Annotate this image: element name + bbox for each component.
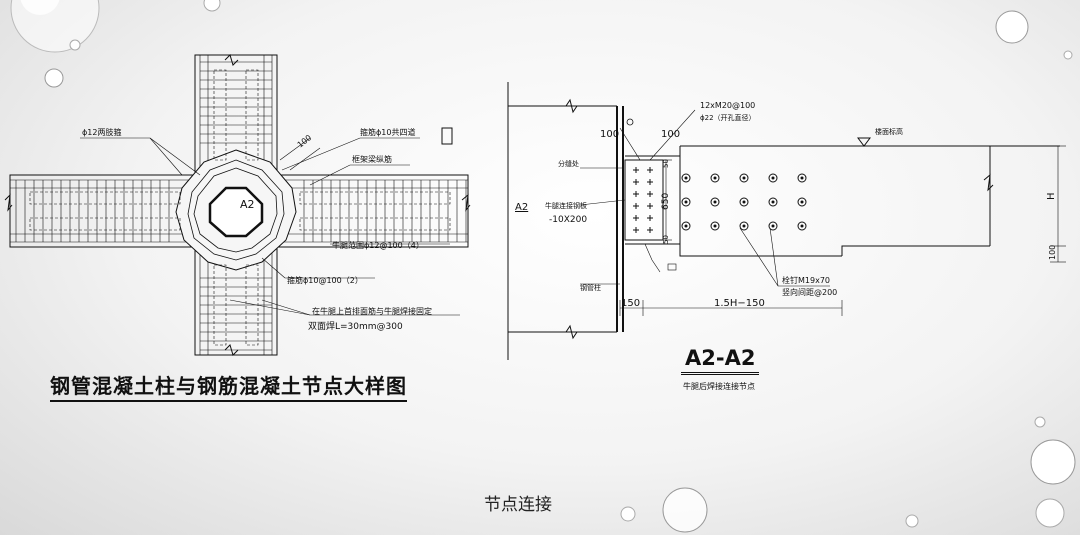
beam-bolt xyxy=(797,197,807,207)
beam-bolt xyxy=(739,173,749,183)
beam-bolt xyxy=(768,221,778,231)
right-drawing-labels: 12xM20@100 ϕ22（开孔直径） 100 100 分缝处 牛腿连接钢板 … xyxy=(515,101,1057,309)
beam-bolt xyxy=(739,197,749,207)
beam-bolt xyxy=(684,200,688,204)
dim-length: 1.5H−150 xyxy=(714,298,765,309)
beam-bolt xyxy=(742,224,746,228)
beam-bolt xyxy=(797,221,807,231)
left-drawing-labels: ϕ12两肢箍 箍筋ϕ10共四道 框架梁纵筋 牛腿范围ϕ12@100（4） 箍筋ϕ… xyxy=(82,127,432,332)
label-section-a2-right: A2 xyxy=(515,202,528,213)
section-subtitle: 牛腿后焊接连接节点 xyxy=(683,382,755,391)
beam-bolt xyxy=(768,173,778,183)
beam-bolt xyxy=(739,221,749,231)
label-corbel-range: 牛腿范围ϕ12@100（4） xyxy=(332,240,424,250)
beam-bolt xyxy=(710,197,720,207)
label-weld-length: 双面焊L=30mm@300 xyxy=(308,320,403,332)
beam-bolt xyxy=(742,200,746,204)
beam-bolt xyxy=(681,221,691,231)
label-dim-100-left: 100 xyxy=(296,133,314,150)
label-stirrup-double: ϕ12两肢箍 xyxy=(82,127,121,137)
label-floor: 楼面标高 xyxy=(875,127,903,136)
label-stirrup-2: 箍筋ϕ10@100（2） xyxy=(287,275,363,285)
label-studs-spacing: 竖向间距@200 xyxy=(782,287,837,297)
beam-bolt xyxy=(684,176,688,180)
beam-bolt xyxy=(771,176,775,180)
beam-bolt xyxy=(710,221,720,231)
beam-bolt xyxy=(800,176,804,180)
dim-100-b: 100 xyxy=(661,129,680,140)
dim-100-a: 100 xyxy=(600,129,619,140)
dim-50-a: 50 xyxy=(662,159,670,168)
beam-bolt xyxy=(681,173,691,183)
beam-bolt xyxy=(710,173,720,183)
slide-caption: 节点连接 xyxy=(484,495,552,515)
label-section-a2-left: A2 xyxy=(240,198,255,211)
beam-bolt xyxy=(771,200,775,204)
beam-bolt xyxy=(684,224,688,228)
beam-bolt xyxy=(768,197,778,207)
dim-100-c: 100 xyxy=(1048,245,1057,260)
label-hole: ϕ22（开孔直径） xyxy=(700,113,756,122)
beam-bolt xyxy=(797,173,807,183)
label-bar-four: 箍筋ϕ10共四道 xyxy=(360,127,415,137)
label-studs: 栓钉M19x70 xyxy=(782,275,830,285)
beam-bolt xyxy=(681,197,691,207)
beam-bolt xyxy=(800,224,804,228)
label-frame-beam-bar: 框架梁纵筋 xyxy=(352,154,392,164)
beam-bolt xyxy=(771,224,775,228)
label-tube: 钢管柱 xyxy=(580,283,601,292)
dim-h: H xyxy=(1046,192,1057,200)
beam-bolt xyxy=(800,200,804,204)
label-bolts: 12xM20@100 xyxy=(700,101,755,110)
label-seam: 分缝处 xyxy=(558,159,579,168)
label-plate-size: -10X200 xyxy=(549,215,587,225)
section-title: A2-A2 xyxy=(681,346,760,375)
beam-bolt xyxy=(742,176,746,180)
right-section-drawing xyxy=(507,82,1066,360)
label-weld-note: 在牛腿上首排面筋与牛腿焊接固定 xyxy=(312,306,432,316)
beam-bolt xyxy=(713,224,717,228)
left-drawing-title: 钢管混凝土柱与钢筋混凝土节点大样图 xyxy=(50,370,407,402)
water-drop-decorations xyxy=(10,0,1076,533)
beam-bolt xyxy=(713,176,717,180)
dim-50-b: 50 xyxy=(662,235,670,244)
left-joint-drawing xyxy=(4,54,471,356)
label-plate: 牛腿连接钢板 xyxy=(545,201,587,210)
beam-bolt xyxy=(713,200,717,204)
dim-150: 150 xyxy=(621,298,640,309)
dim-650: 650 xyxy=(661,193,671,210)
